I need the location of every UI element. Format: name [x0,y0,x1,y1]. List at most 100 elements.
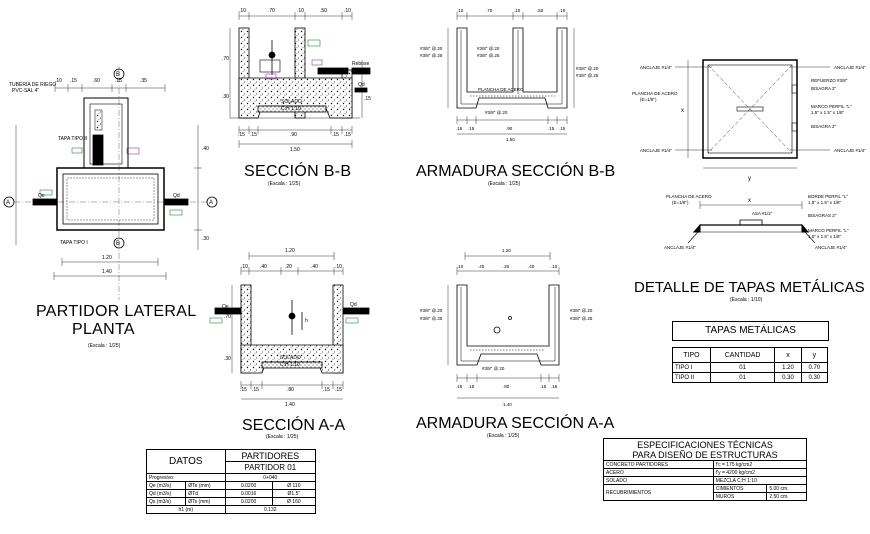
tapas-header-y: y [800,347,829,363]
tapas-cell: 0.70 [800,362,829,373]
tapas-header-tipo: TIPO [672,347,711,363]
svg-text:.70: .70 [268,8,275,14]
svg-text:.15: .15 [559,126,566,131]
title-detalle: DETALLE DE TAPAS METÁLICAS [634,279,865,296]
table-row: RECUBRIMIENTOS CIMIENTOS 5.00 cm. [603,484,807,501]
svg-text:1.5" x 1.5" x 1/8": 1.5" x 1.5" x 1/8" [811,110,844,115]
table-row: TIPO I 01 1.20 0.70 [672,362,829,373]
svg-text:(E=1/8"): (E=1/8") [672,200,689,205]
svg-text:#3/8" @.20: #3/8" @.20 [570,308,593,313]
svg-text:.15: .15 [70,78,77,84]
armadura-bb-labels: .10 .70 .10 .50 .10 #3/8" @.20 #3/8" @.2… [420,8,599,142]
datos-cell: ØTd [185,489,226,498]
svg-text:.90: .90 [506,126,513,131]
svg-text:Qd: Qd [358,82,365,88]
svg-text:PLANCHA DE ACERO: PLANCHA DE ACERO [632,91,678,96]
svg-text:.40: .40 [311,264,318,270]
svg-text:.10: .10 [514,8,521,13]
svg-text:MARCO PERFIL "L": MARCO PERFIL "L" [808,228,849,233]
table-row: SOLADO MEZCLA C:H 1:10 [603,476,808,485]
svg-text:SOLADO: SOLADO [280,355,301,361]
spec-cell: MUROS [712,492,768,501]
svg-text:A: A [209,200,213,206]
svg-text:x: x [748,198,751,204]
svg-text:ANCLAJE #1/4": ANCLAJE #1/4" [834,148,866,153]
svg-text:.10: .10 [55,78,62,84]
svg-text:TUBERÍA DE RIEGO: TUBERÍA DE RIEGO [9,81,56,88]
svg-text:#3/8" @.25: #3/8" @.25 [420,316,443,321]
datos-cell: Ø 160 [271,497,317,506]
svg-text:.15: .15 [323,387,330,393]
datos-cell: Qs (m3/s) [145,497,187,506]
scale-partidor: (Escala : 1/25) [88,343,121,349]
svg-text:REFUERZO #3/8": REFUERZO #3/8" [811,78,848,83]
tapa-plan [675,59,830,169]
svg-text:TAPA TIPO II: TAPA TIPO II [58,136,87,142]
svg-text:.15: .15 [238,132,245,138]
svg-text:ANCLAJE #1/4": ANCLAJE #1/4" [815,245,847,250]
spec-cell: f'y = 4200 kg/cm2 [712,468,808,477]
tapas-cell: 0.30 [800,372,829,383]
svg-text:.15: .15 [344,132,351,138]
svg-text:C:H 1:10: C:H 1:10 [281,106,301,112]
svg-text:.70: .70 [486,8,493,13]
svg-text:.80: .80 [503,384,510,389]
svg-text:TAPA TIPO I: TAPA TIPO I [60,240,88,246]
tapas-table-header: TIPO CANTIDAD x y [672,347,829,363]
svg-text:1.5" x 1.5" x 1/8": 1.5" x 1.5" x 1/8" [808,234,841,239]
svg-text:.10: .10 [551,264,558,269]
svg-text:PVC-SAL 4": PVC-SAL 4" [12,88,39,94]
svg-text:.15: .15 [468,384,475,389]
datos-table: DATOS PARTIDORES PARTIDOR 01 Progresivo … [145,449,317,514]
section-aa-labels: 1.20 .10 .40 .20 .40 .10 Qe Qd h .70 .30… [222,248,357,408]
svg-text:y: y [748,176,751,182]
svg-text:Qd: Qd [173,193,180,199]
svg-text:PLANCHA DE ACERO: PLANCHA DE ACERO [478,87,524,92]
title-seccion-aa: SECCIÓN A-A [242,415,345,434]
armadura-aa [447,252,560,399]
svg-text:.40: .40 [260,264,267,270]
svg-text:1.50: 1.50 [506,137,515,142]
svg-text:.60: .60 [93,78,100,84]
svg-text:#3/8" @.25: #3/8" @.25 [576,73,599,78]
armadura-bb [447,12,575,135]
table-row: MUROS 2.50 cm. [604,492,807,501]
svg-text:.30: .30 [222,94,229,100]
svg-text:.70: .70 [222,56,229,62]
svg-text:.15: .15 [468,126,475,131]
tapas-cell: TIPO I [672,362,711,373]
svg-text:#3/8" @.20: #3/8" @.20 [420,46,443,51]
svg-text:.40: .40 [202,146,209,152]
svg-text:h: h [305,318,308,324]
svg-text:PLANCHA DE ACERO: PLANCHA DE ACERO [666,194,712,199]
datos-cell: 0.0016 [224,489,273,498]
scale-seccion-bb: (Escala : 1/25) [268,181,301,187]
svg-text:#3/8" @.20: #3/8" @.20 [482,366,505,371]
svg-text:SOLADO: SOLADO [281,99,302,105]
svg-text:A: A [6,200,10,206]
svg-text:.50: .50 [320,8,327,14]
svg-text:.15: .15 [456,126,463,131]
svg-text:ASA #1/2": ASA #1/2" [752,211,773,216]
spec-cell: f'c = 175 kg/cm2 [712,460,808,469]
tapas-cell: 01 [709,362,776,373]
svg-text:BORDE PERFIL "L": BORDE PERFIL "L" [808,194,848,199]
svg-text:ANCLAJE #1/4": ANCLAJE #1/4" [834,65,866,70]
spec-title: ESPECIFICACIONES TÉCNICAS PARA DISEÑO DE… [603,438,807,461]
table-row: Qs (m3/s) ØTs (mm) 0.0200 Ø 160 [145,497,317,506]
svg-text:.10: .10 [297,8,304,14]
table-row: CONCRETO PARTIDORES f'c = 175 kg/cm2 [603,460,808,469]
svg-text:.15: .15 [332,132,339,138]
svg-text:.40: .40 [528,264,535,269]
svg-text:.15: .15 [240,387,247,393]
spec-cell: SOLADO [603,476,714,485]
svg-text:.15: .15 [548,126,555,131]
spec-title-line1: ESPECIFICACIONES TÉCNICAS [637,439,773,450]
svg-text:B: B [116,241,120,247]
tapa-section [687,201,816,244]
svg-text:.40: .40 [478,264,485,269]
svg-text:.20: .20 [503,264,510,269]
svg-text:.10: .10 [241,264,248,270]
datos-cell: Qd (m3/s) [145,489,187,498]
